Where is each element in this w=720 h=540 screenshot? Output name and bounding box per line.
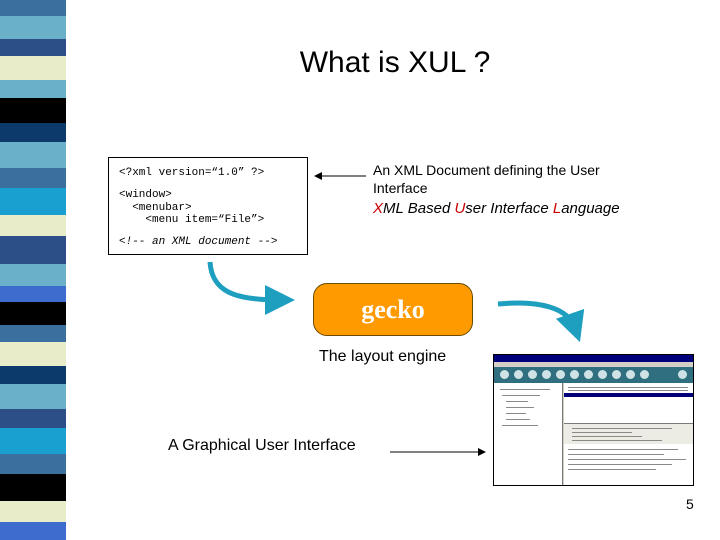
expansion-part: anguage (561, 200, 620, 217)
code-comment: <!-- an XML document --> (119, 236, 278, 248)
stripe-block (0, 454, 66, 474)
stripe-block (0, 142, 66, 168)
description-line-2: Interface (373, 180, 428, 196)
stripe-block (0, 123, 66, 142)
expansion-part: ML Based (383, 200, 455, 217)
stripe-block (0, 188, 66, 215)
screenshot-titlebar (494, 355, 693, 362)
slide-title: What is XUL ? (299, 46, 491, 79)
stripe-block (0, 428, 66, 454)
stripe-block (0, 0, 66, 16)
arrow-code-to-gecko (207, 261, 295, 315)
screenshot-menubar (494, 362, 693, 367)
screenshot-message-body (564, 444, 693, 485)
stripe-block (0, 80, 66, 98)
stripe-block (0, 39, 66, 56)
screenshot-message-list (564, 383, 693, 423)
stripe-block (0, 215, 66, 236)
screenshot-toolbar (494, 367, 693, 383)
code-line: <window> (119, 189, 172, 201)
stripe-block (0, 264, 66, 286)
stripe-block (0, 56, 66, 80)
stripe-block (0, 168, 66, 188)
stripe-block (0, 236, 66, 264)
decorative-stripe-bar (0, 0, 78, 540)
stripe-block (0, 409, 66, 428)
stripe-block (0, 501, 66, 522)
stripe-block (0, 16, 66, 39)
stripe-block (0, 302, 66, 325)
xml-document-description: An XML Document defining the User Interf… (373, 161, 600, 197)
code-line: <?xml version=“1.0” ?> (119, 167, 265, 179)
highlight-x: X (373, 200, 384, 217)
code-line: <menu item=“File”> (119, 214, 265, 226)
stripe-block (0, 366, 66, 384)
expansion-part: ser Interface (465, 200, 553, 217)
stripe-block (0, 522, 66, 540)
layout-engine-caption: The layout engine (319, 348, 447, 365)
code-line: <menubar> (119, 202, 192, 214)
stripe-block (0, 286, 66, 302)
highlight-l: L (552, 200, 562, 217)
xml-code-box: <?xml version=“1.0” ?> <window> <menubar… (108, 157, 308, 255)
xul-acronym-expansion: XML Based User Interface Language (373, 200, 620, 217)
highlight-u: U (454, 200, 466, 217)
arrow-gecko-to-gui (497, 300, 585, 343)
screenshot-message-header (564, 423, 693, 444)
mail-client-screenshot (493, 354, 694, 486)
stripe-block (0, 384, 66, 409)
stripe-block (0, 325, 66, 342)
stripe-block (0, 342, 66, 366)
screenshot-selected-row (564, 393, 693, 397)
gui-caption: A Graphical User Interface (168, 437, 356, 454)
stripe-block (0, 474, 66, 501)
description-line-1: An XML Document defining the User (373, 162, 600, 178)
screenshot-folder-pane (494, 383, 563, 485)
gecko-engine-box: gecko (313, 283, 473, 336)
page-number: 5 (686, 496, 694, 512)
stripe-block (0, 98, 66, 123)
